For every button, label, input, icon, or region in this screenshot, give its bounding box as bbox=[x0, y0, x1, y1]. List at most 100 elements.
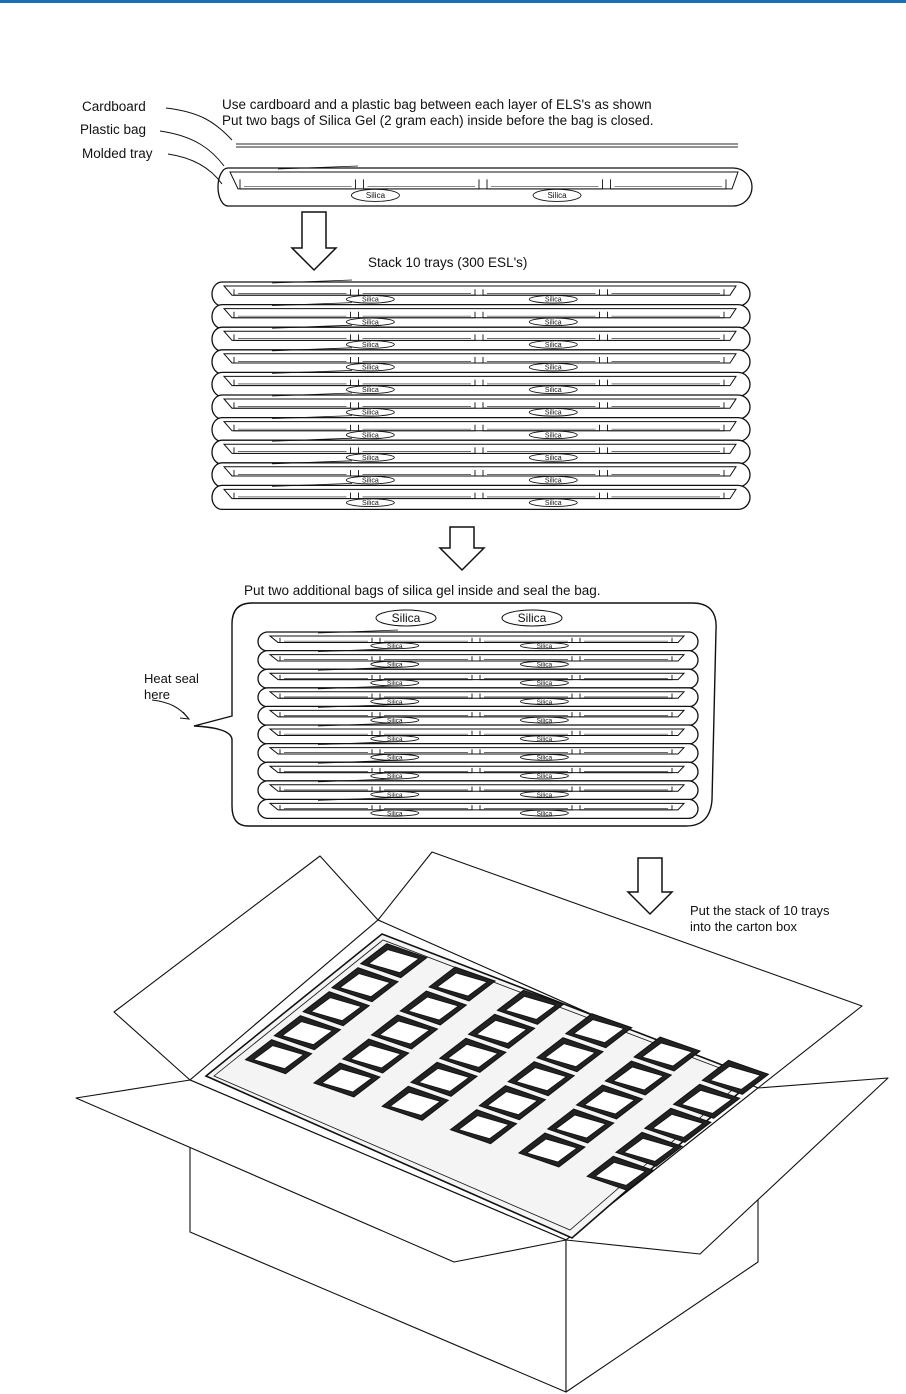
tray-pocket bbox=[279, 693, 373, 699]
silica-packet-icon bbox=[528, 385, 578, 394]
tray-pocket bbox=[482, 447, 600, 454]
tray-outline bbox=[257, 687, 699, 708]
bag-edge-line bbox=[271, 437, 353, 442]
tray-pocket bbox=[607, 311, 725, 319]
silica-packet-label: Silica bbox=[362, 410, 379, 417]
tray-outline bbox=[217, 167, 753, 207]
tray-pocket bbox=[379, 693, 473, 699]
bag-edge-line bbox=[271, 324, 353, 329]
tray-pocket bbox=[607, 402, 725, 409]
silica-packet-icon bbox=[519, 753, 569, 761]
silica-packet-label: Silica bbox=[362, 365, 379, 372]
bag-edge-line bbox=[317, 722, 399, 727]
silica-packet-icon bbox=[345, 407, 395, 417]
silica-packet-label: Silica bbox=[537, 755, 553, 762]
heat-seal-label-line-1: Heat seal bbox=[144, 671, 199, 686]
esl-device bbox=[641, 1042, 693, 1067]
esl-device bbox=[544, 1043, 596, 1068]
tray-pocket bbox=[479, 730, 573, 736]
tray-pocket bbox=[579, 767, 673, 774]
silica-packet-label: Silica bbox=[362, 500, 379, 507]
silica-packet-icon bbox=[519, 642, 569, 650]
tray-pocket bbox=[607, 357, 725, 364]
tray-pocket bbox=[479, 693, 573, 699]
silica-packet-label: Silica bbox=[545, 297, 562, 304]
tray-pocket bbox=[479, 805, 573, 811]
tray-pocket bbox=[358, 470, 476, 477]
silica-packet-icon bbox=[519, 679, 569, 687]
tray-outline bbox=[257, 780, 699, 801]
esl-device bbox=[407, 996, 460, 1021]
esl-device bbox=[349, 1044, 402, 1069]
silica-packet-label: Silica bbox=[545, 342, 562, 349]
tray-pocket bbox=[279, 674, 373, 681]
silica-packet-label: Silica bbox=[387, 662, 403, 669]
tray-pocket bbox=[607, 379, 725, 387]
tray-pocket bbox=[479, 786, 573, 792]
silica-packet-icon bbox=[345, 294, 395, 304]
tray-pocket bbox=[279, 730, 373, 736]
tray-pocket bbox=[233, 311, 351, 319]
esl-device bbox=[418, 1067, 470, 1092]
silica-packet-icon bbox=[345, 385, 395, 394]
tray-pocket bbox=[379, 656, 473, 662]
silica-packet-icon bbox=[375, 609, 437, 627]
molded-tray-leader-line bbox=[167, 153, 223, 185]
esl-device bbox=[457, 1115, 510, 1140]
tray-pocket bbox=[379, 749, 473, 755]
tray-pocket bbox=[379, 805, 473, 811]
down-arrow-icon bbox=[438, 526, 486, 572]
silica-packet-label: Silica bbox=[362, 432, 379, 439]
cardboard-label: Cardboard bbox=[82, 99, 146, 114]
silica-packet-icon bbox=[519, 790, 569, 798]
tray-pocket bbox=[607, 492, 725, 500]
silica-packet-icon bbox=[528, 294, 578, 304]
silica-packet-icon bbox=[528, 317, 578, 327]
silica-packet-label: Silica bbox=[537, 773, 553, 780]
bag-edge-line bbox=[271, 370, 353, 374]
tray-pocket bbox=[482, 311, 600, 319]
tray-rim bbox=[268, 635, 686, 643]
silica-packet-icon bbox=[532, 188, 582, 202]
tray-outline bbox=[257, 649, 699, 671]
esl-device bbox=[504, 995, 557, 1020]
tray-rim bbox=[222, 466, 737, 477]
tray-pocket bbox=[479, 656, 573, 662]
silica-packet-label: Silica bbox=[518, 611, 547, 625]
silica-packet-label: Silica bbox=[362, 297, 379, 304]
tray-rim bbox=[268, 672, 686, 681]
instruction-line-2: Put two bags of Silica Gel (2 gram each)… bbox=[222, 113, 654, 128]
tray-pocket bbox=[482, 424, 600, 432]
tray-pocket bbox=[379, 674, 473, 681]
tray-pocket bbox=[479, 674, 573, 681]
silica-packet-icon bbox=[519, 735, 569, 743]
silica-packet-icon bbox=[351, 188, 400, 202]
silica-packet-icon bbox=[528, 498, 578, 507]
heat-seal-label-line-2: here bbox=[144, 687, 171, 702]
tray-pocket bbox=[358, 379, 476, 387]
silica-packet-label: Silica bbox=[545, 387, 562, 394]
silica-packet-label: Silica bbox=[362, 455, 379, 462]
esl-device bbox=[436, 972, 488, 997]
tray-pocket bbox=[482, 492, 600, 500]
bag-edge-line bbox=[317, 797, 399, 801]
tray-rim bbox=[222, 353, 737, 364]
heat-seal-arrowhead bbox=[179, 711, 191, 720]
bag-edge-line bbox=[271, 415, 353, 419]
tray-pocket bbox=[279, 767, 373, 774]
silica-packet-label: Silica bbox=[537, 643, 553, 650]
molded-tray-label: Molded tray bbox=[82, 146, 153, 161]
tray-pocket bbox=[358, 357, 476, 364]
silica-packet-icon bbox=[528, 430, 578, 440]
tray-pocket bbox=[279, 805, 373, 811]
esl-device bbox=[680, 1089, 733, 1114]
